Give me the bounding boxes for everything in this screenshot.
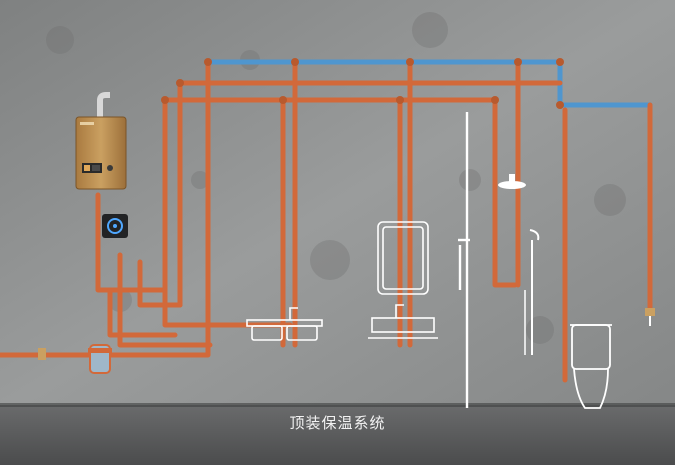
toilet-icon (570, 324, 612, 409)
shower-head-icon (498, 174, 540, 355)
filter-icon (38, 344, 112, 374)
pipe-joints (161, 58, 564, 109)
floor (0, 405, 675, 465)
hot-water-pipes (0, 59, 653, 383)
water-heater-icon (75, 92, 127, 190)
sink-icon (246, 307, 323, 341)
faucet-icon (645, 308, 655, 326)
vanity-basin-icon (368, 221, 438, 339)
recirculation-pump-icon (102, 214, 128, 238)
shower-rail-icon (458, 112, 470, 408)
floor-edge (0, 403, 675, 407)
caption-text: 顶装保温系统 (289, 414, 386, 432)
